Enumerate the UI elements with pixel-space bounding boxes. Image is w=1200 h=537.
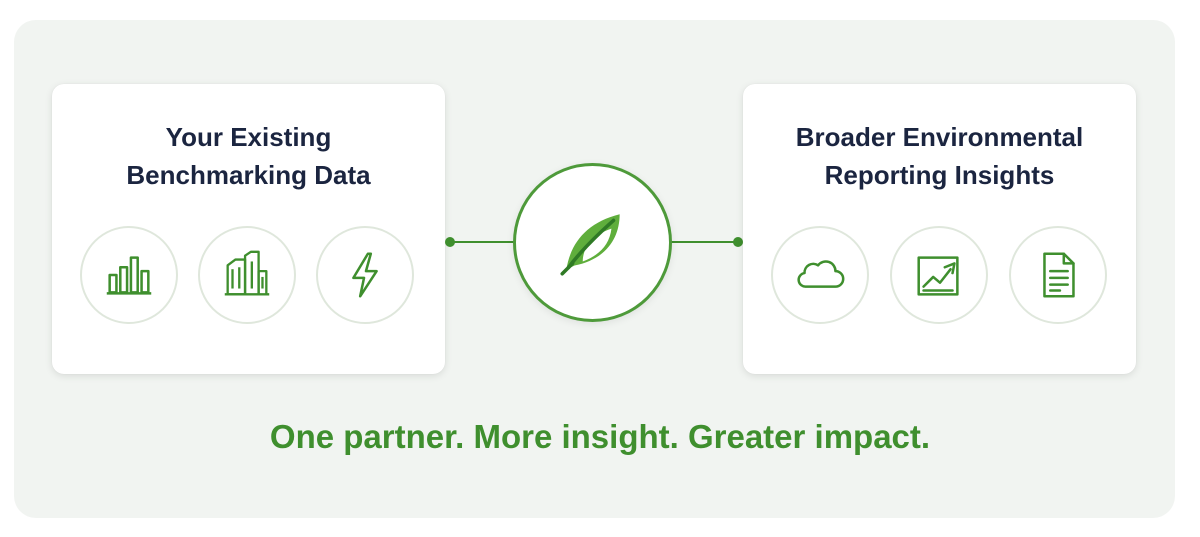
bar-chart-icon [106, 256, 152, 295]
right-connector-line [671, 241, 738, 243]
document-icon [1043, 252, 1075, 298]
trend-chart-icon-circle [890, 226, 988, 324]
central-hub [513, 163, 672, 322]
cloud-icon-circle [771, 226, 869, 324]
environmental-insights-card: Broader Environmental Reporting Insights [743, 84, 1136, 374]
leaf-icon [559, 213, 620, 276]
environmental-insights-title-line2: Reporting Insights [824, 160, 1055, 190]
tagline: One partner. More insight. Greater impac… [269, 418, 931, 455]
cloud-icon [797, 260, 845, 288]
existing-data-title-line1: Your Existing [165, 122, 332, 152]
lightning-icon [352, 252, 378, 298]
existing-data-card: Your Existing Benchmarking Data [52, 84, 445, 374]
existing-data-title-line2: Benchmarking Data [126, 160, 371, 190]
existing-data-title: Your Existing Benchmarking Data [52, 118, 445, 194]
environmental-insights-title: Broader Environmental Reporting Insights [743, 118, 1136, 194]
right-connector-dot [733, 237, 743, 247]
environmental-insights-title-line1: Broader Environmental [795, 122, 1084, 152]
trend-chart-icon [917, 256, 959, 296]
bar-chart-icon-circle [80, 226, 178, 324]
buildings-icon-circle [198, 226, 296, 324]
buildings-icon [224, 250, 270, 296]
document-icon-circle [1009, 226, 1107, 324]
lightning-icon-circle [316, 226, 414, 324]
left-connector-line [450, 241, 514, 243]
